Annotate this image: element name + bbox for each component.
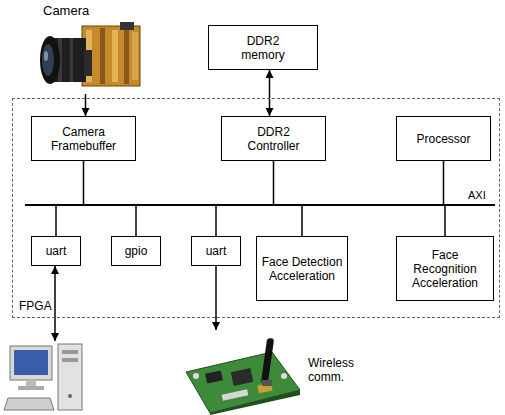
component-box: DDR2 memory [208,25,318,70]
component-box: DDR2 Controller [221,116,326,161]
bus-stub [135,205,137,236]
connector-arrow [215,266,217,330]
wireless-node: Wireless comm. [180,330,380,415]
connector-arrow [269,70,271,116]
node-text: Processor [416,132,470,146]
bus-stub [55,205,57,236]
component-box: Face Detection Acceleration [256,236,348,301]
node-text: DDR2 Controller [239,125,309,153]
bus-stub [301,205,303,236]
component-box: Processor [396,116,491,161]
bus-label: AXI [468,189,486,202]
node-text: DDR2 memory [238,34,288,62]
camera-node: Camera [35,2,150,94]
bus-stub [83,161,85,205]
node-text: Wireless comm. [308,356,374,384]
node-text: Camera Framebuffer [44,125,124,153]
fpga-region: FPGA Camera Framebuffer DDR2 Controller Pro… [12,98,500,318]
component-box: gpio [111,236,161,266]
node-text: uart [46,244,67,258]
bus-stub [444,205,446,236]
bus-stub [273,161,275,205]
component-box: uart [31,236,81,266]
node-text: Face Recognition Acceleration [401,248,489,290]
component-box: uart [191,236,241,266]
node-text: FPGA [19,299,52,313]
component-box: Camera Framebuffer [31,116,136,161]
node-text: Camera [43,4,89,18]
component-box: Face Recognition Acceleration [396,236,494,301]
node-text: uart [206,244,227,258]
bus-stub [215,205,217,236]
bus-stub [443,161,445,205]
node-text: Face Detection Acceleration [261,255,343,283]
axi-bus-line [25,204,495,206]
node-text: gpio [125,244,148,258]
